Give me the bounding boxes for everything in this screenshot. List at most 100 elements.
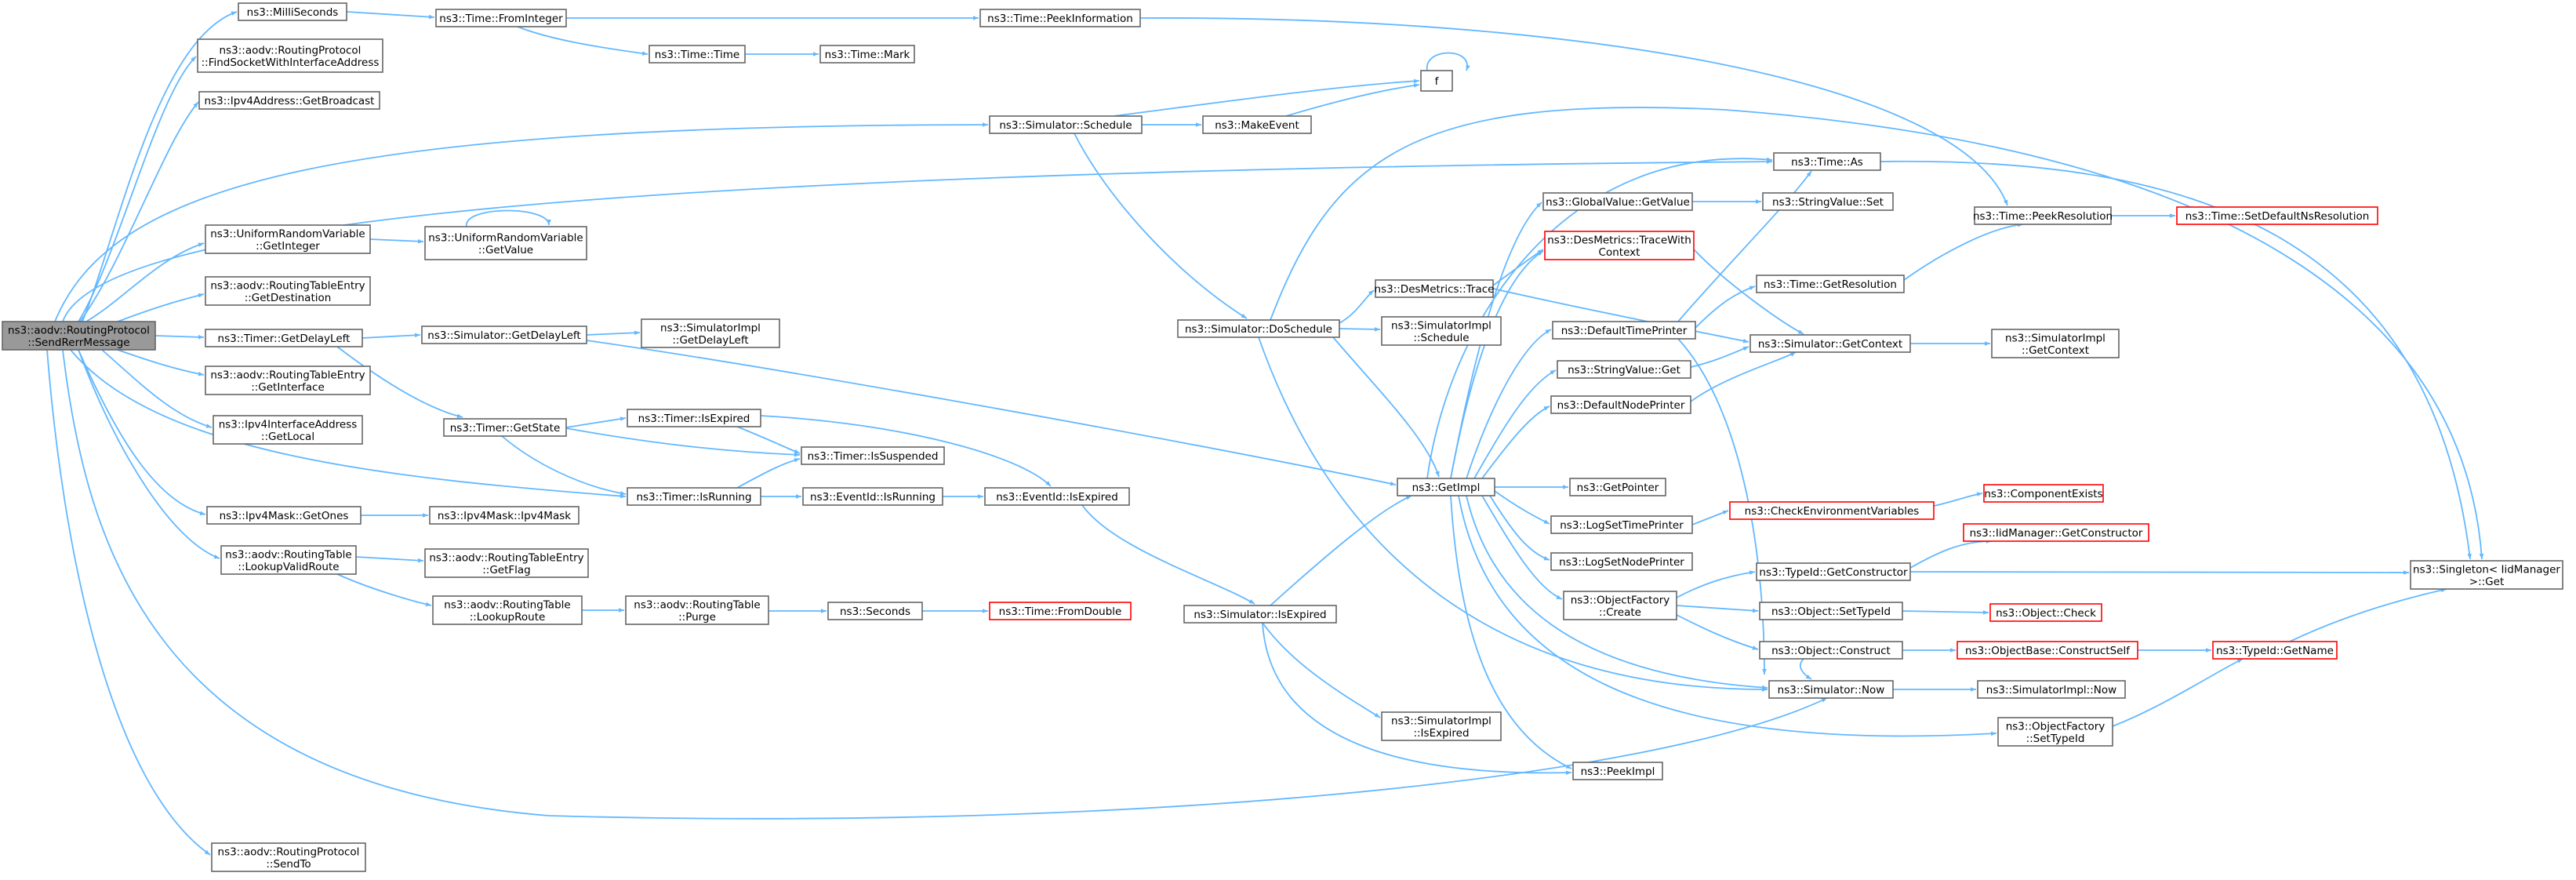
node-box — [2176, 206, 2378, 225]
node-box — [421, 325, 587, 344]
node-svset[interactable]: ns3::StringValue::Set — [1762, 192, 1894, 211]
node-box — [205, 365, 371, 395]
node-cex[interactable]: ns3::ComponentExists — [1983, 484, 2104, 503]
node-tis[interactable]: ns3::Timer::IsSuspended — [801, 446, 945, 465]
edge-sgdl-to-gimpl — [586, 340, 1397, 486]
node-eir[interactable]: ns3::EventId::IsRunning — [802, 487, 943, 506]
edge-tgdl-to-sgdl — [362, 333, 421, 339]
edge-lstp-to-cev — [1691, 510, 1729, 525]
node-tsdr[interactable]: ns3::Time::SetDefaultNsResolution — [2176, 206, 2378, 225]
node-ocheck[interactable]: ns3::Object::Check — [1989, 603, 2102, 622]
node-maskones[interactable]: ns3::Ipv4Mask::GetOnes — [206, 506, 362, 525]
node-gptr[interactable]: ns3::GetPointer — [1569, 478, 1666, 496]
node-cev[interactable]: ns3::CheckEnvironmentVariables — [1729, 501, 1935, 520]
node-label-line: ns3::LogSetTimePrinter — [1560, 519, 1684, 532]
node-siie[interactable]: ns3::SimulatorImpl::IsExpired — [1381, 711, 1502, 741]
node-box — [443, 418, 567, 437]
node-bcast[interactable]: ns3::Ipv4Address::GetBroadcast — [198, 91, 380, 110]
node-label-line: ns3::CheckEnvironmentVariables — [1745, 505, 1920, 518]
node-peek[interactable]: ns3::PeekImpl — [1572, 762, 1663, 780]
node-rteif[interactable]: ns3::aodv::RoutingTableEntry::GetInterfa… — [205, 365, 371, 395]
node-sendto[interactable]: ns3::aodv::RoutingProtocol::SendTo — [211, 842, 366, 872]
node-ost[interactable]: ns3::Object::SetTypeId — [1759, 602, 1903, 620]
edge-root-to-maskones — [78, 349, 206, 515]
node-tpr[interactable]: ns3::Time::PeekResolution — [1973, 206, 2113, 225]
node-ggv[interactable]: ns3::GlobalValue::GetValue — [1542, 192, 1693, 211]
node-imgc[interactable]: ns3::IidManager::GetConstructor — [1963, 523, 2149, 542]
node-eie[interactable]: ns3::EventId::IsExpired — [984, 487, 1130, 506]
node-root[interactable]: ns3::aodv::RoutingProtocol::SendRerrMess… — [2, 321, 156, 351]
node-sgdl[interactable]: ns3::Simulator::GetDelayLeft — [421, 325, 587, 344]
edge-tie-to-eie — [760, 415, 1052, 487]
node-box — [2410, 560, 2563, 590]
node-oc[interactable]: ns3::Object::Construct — [1759, 641, 1903, 660]
node-box — [1183, 605, 1337, 624]
edge-ost-to-ocheck — [1902, 610, 1989, 615]
node-gflag[interactable]: ns3::aodv::RoutingTableEntry::GetFlag — [424, 548, 589, 578]
node-tgr[interactable]: ns3::Time::GetResolution — [1756, 275, 1905, 293]
node-sgc[interactable]: ns3::Simulator::GetContext — [1749, 334, 1911, 353]
node-f[interactable]: f — [1420, 70, 1453, 92]
node-tie[interactable]: ns3::Timer::IsExpired — [627, 409, 761, 427]
node-snow[interactable]: ns3::Simulator::Now — [1768, 680, 1894, 699]
node-maskc[interactable]: ns3::Ipv4Mask::Ipv4Mask — [429, 506, 580, 525]
node-box — [2212, 641, 2338, 660]
node-gimpl[interactable]: ns3::GetImpl — [1397, 478, 1495, 496]
node-tidgn[interactable]: ns3::TypeId::GetName — [2212, 641, 2338, 660]
node-ssched[interactable]: ns3::Simulator::Schedule — [989, 115, 1143, 134]
edge-cev-to-cex — [1933, 492, 1983, 507]
node-mkev[interactable]: ns3::MakeEvent — [1202, 115, 1312, 134]
node-tgdl[interactable]: ns3::Timer::GetDelayLeft — [205, 329, 363, 347]
node-tidgc[interactable]: ns3::TypeId::GetConstructor — [1756, 562, 1911, 581]
node-dmt[interactable]: ns3::DesMetrics::Trace — [1375, 279, 1495, 298]
node-lsnp[interactable]: ns3::LogSetNodePrinter — [1550, 552, 1693, 571]
node-box — [1957, 641, 2138, 660]
edge-root-to-rteif — [117, 349, 205, 376]
node-sie[interactable]: ns3::Simulator::IsExpired — [1183, 605, 1337, 624]
node-box — [205, 224, 371, 254]
node-tfd[interactable]: ns3::Time::FromDouble — [989, 602, 1132, 620]
node-tmark[interactable]: ns3::Time::Mark — [819, 45, 915, 64]
node-box — [1381, 711, 1502, 741]
node-sigc[interactable]: ns3::SimulatorImpl::GetContext — [1991, 329, 2120, 358]
node-lvr[interactable]: ns3::aodv::RoutingTable::LookupValidRout… — [220, 545, 357, 575]
edge-gimpl-to-dtp — [1466, 329, 1552, 479]
node-label-line: ns3::Singleton< IidManager — [2413, 563, 2560, 576]
node-box — [1563, 591, 1677, 620]
node-label-line: ns3::Simulator::IsExpired — [1194, 609, 1326, 621]
node-secs[interactable]: ns3::Seconds — [827, 602, 923, 620]
node-sds[interactable]: ns3::Simulator::DoSchedule — [1177, 319, 1340, 338]
node-ofst[interactable]: ns3::ObjectFactory::SetTypeId — [1997, 717, 2113, 747]
node-lstp[interactable]: ns3::LogSetTimePrinter — [1550, 515, 1693, 534]
node-label-line: ns3::aodv::RoutingTable — [634, 598, 760, 611]
node-purge[interactable]: ns3::aodv::RoutingTable::Purge — [625, 595, 769, 625]
node-tt[interactable]: ns3::Time::Time — [649, 45, 746, 64]
node-rtedest[interactable]: ns3::aodv::RoutingTableEntry::GetDestina… — [205, 276, 371, 306]
node-dtp[interactable]: ns3::DefaultTimePrinter — [1552, 321, 1696, 340]
node-tgs[interactable]: ns3::Timer::GetState — [443, 418, 567, 437]
node-lr[interactable]: ns3::aodv::RoutingTable::LookupRoute — [432, 595, 583, 625]
node-tas[interactable]: ns3::Time::As — [1773, 152, 1881, 171]
node-label-line: ns3::EventId::IsRunning — [810, 491, 936, 504]
node-label-line: ns3::ObjectFactory — [1571, 594, 1670, 606]
node-sis[interactable]: ns3::SimulatorImpl::Schedule — [1381, 316, 1502, 346]
node-sinow[interactable]: ns3::SimulatorImpl::Now — [1977, 680, 2126, 699]
node-fsock[interactable]: ns3::aodv::RoutingProtocol::FindSocketWi… — [197, 38, 383, 73]
node-dnp[interactable]: ns3::DefaultNodePrinter — [1550, 395, 1691, 414]
node-ofc[interactable]: ns3::ObjectFactory::Create — [1563, 591, 1677, 620]
node-ms[interactable]: ns3::MilliSeconds — [238, 2, 347, 21]
node-sigdl[interactable]: ns3::SimulatorImpl::GetDelayLeft — [641, 318, 780, 348]
node-urvint[interactable]: ns3::UniformRandomVariable::GetInteger — [205, 224, 371, 254]
node-obcs[interactable]: ns3::ObjectBase::ConstructSelf — [1957, 641, 2138, 660]
node-ifaddr[interactable]: ns3::Ipv4InterfaceAddress::GetLocal — [213, 415, 363, 445]
node-tir[interactable]: ns3::Timer::IsRunning — [627, 487, 761, 506]
node-singleton[interactable]: ns3::Singleton< IidManager>::Get — [2410, 560, 2563, 590]
node-svg[interactable]: ns3::StringValue::Get — [1557, 360, 1691, 379]
node-box — [1420, 70, 1453, 92]
edge-gimpl-to-svg — [1473, 369, 1557, 479]
node-urvgv[interactable]: ns3::UniformRandomVariable::GetValue — [424, 226, 587, 260]
node-tpi[interactable]: ns3::Time::PeekInformation — [979, 9, 1141, 27]
node-label-line: ::GetDestination — [245, 292, 332, 304]
node-tfi[interactable]: ns3::Time::FromInteger — [435, 9, 567, 27]
